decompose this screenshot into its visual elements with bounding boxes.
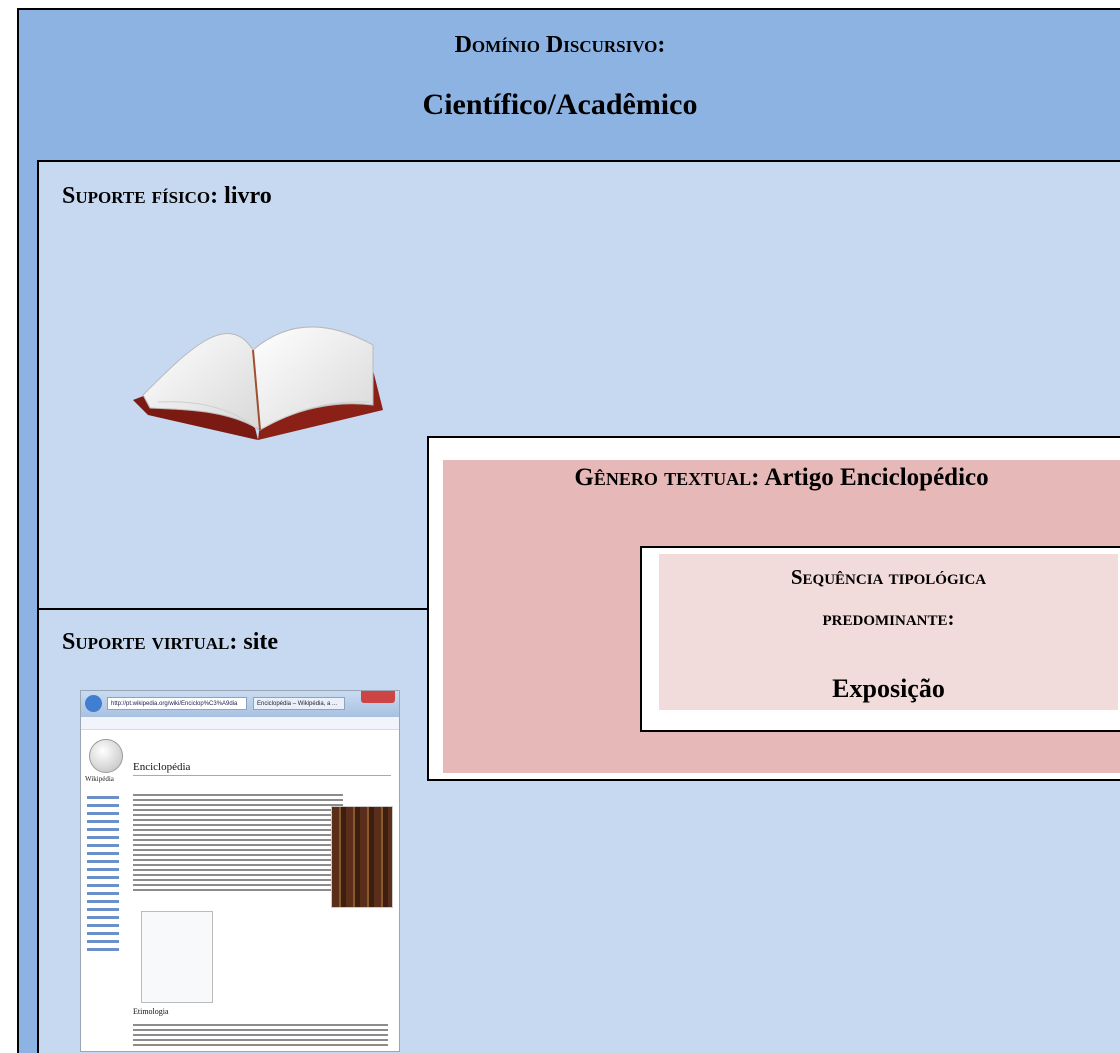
wikipedia-logo-text: Wikipédia — [85, 775, 114, 783]
article-image — [331, 806, 393, 908]
virtual-support-key: Suporte virtual — [62, 629, 230, 655]
address-bar: http://pt.wikipedia.org/wiki/Enciclop%C3… — [107, 697, 247, 710]
article-section-text — [133, 1021, 388, 1049]
browser-toolbar — [81, 717, 399, 730]
sequence-value: Exposição — [832, 674, 945, 703]
window-controls — [361, 691, 395, 703]
genre-label: Gênero textual: Artigo Enciclopédico — [574, 464, 989, 491]
sequence-label-line2: predominante: — [822, 606, 955, 630]
physical-support-value: livro — [224, 183, 272, 209]
genre-value: Artigo Enciclopédico — [764, 464, 989, 491]
open-book-icon — [133, 326, 383, 440]
article-intro-text — [133, 791, 343, 894]
back-icon — [85, 695, 102, 712]
sequence-label-line1: Sequência tipológica — [790, 565, 987, 589]
browser-titlebar: http://pt.wikipedia.org/wiki/Enciclop%C3… — [81, 691, 399, 717]
article-title: Enciclopédia — [133, 761, 191, 773]
title-rule — [133, 775, 391, 776]
browser-tab: Enciclopédia – Wikipédia, a ... — [253, 697, 345, 710]
physical-support-label: Suporte físico: livro — [62, 183, 272, 209]
support-divider — [37, 608, 427, 610]
domain-value: Científico/Acadêmico — [422, 88, 698, 121]
virtual-support-label: Suporte virtual: site — [62, 629, 279, 655]
website-screenshot: http://pt.wikipedia.org/wiki/Enciclop%C3… — [80, 690, 400, 1052]
site-sidebar — [87, 791, 127, 956]
wikipedia-globe-icon — [89, 739, 123, 773]
sequence-fill — [659, 554, 1118, 710]
domain-label: Domínio Discursivo: — [454, 32, 666, 58]
genre-key: Gênero textual — [574, 464, 752, 491]
table-of-contents — [141, 911, 213, 1003]
section-title: Etimologia — [133, 1007, 169, 1016]
physical-support-key: Suporte físico — [62, 183, 211, 209]
virtual-support-value: site — [243, 629, 279, 655]
